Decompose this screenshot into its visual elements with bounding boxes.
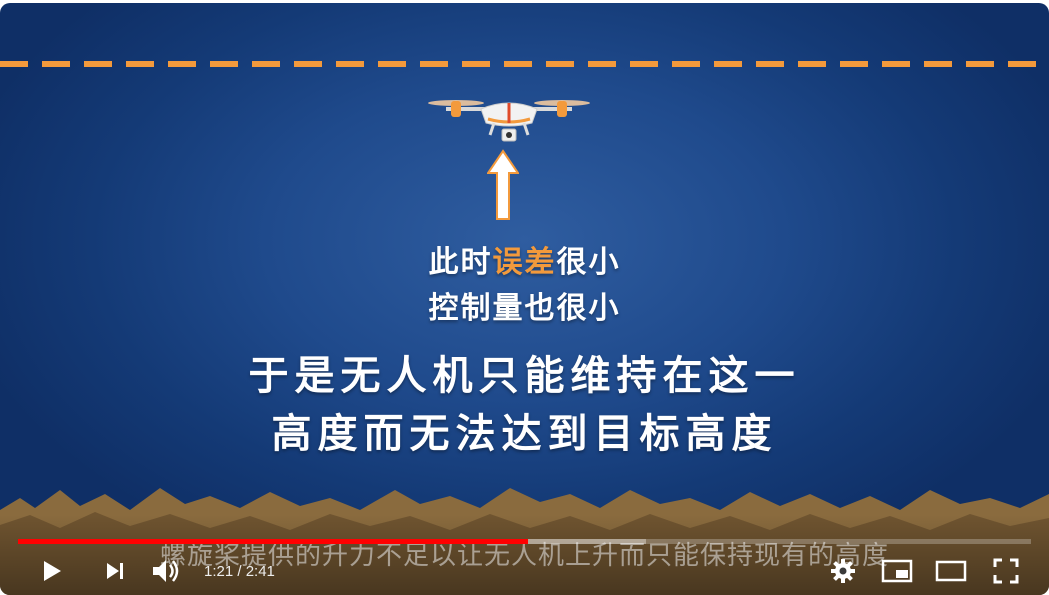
next-icon [107,563,123,579]
theater-mode-button[interactable] [932,555,970,587]
up-arrow-icon [487,149,519,220]
video-text-line-4: 高度而无法达到目标高度 [271,411,778,457]
settings-button[interactable] [826,555,860,587]
play-icon [44,561,61,581]
drone-illustration [428,100,590,142]
video-player[interactable]: 此时误差很小 控制量也很小 于是无人机只能维持在这一 高度而无法达到目标高度 螺… [0,3,1049,595]
play-button[interactable] [34,555,70,587]
theater-icon [935,560,967,582]
volume-icon [153,560,179,582]
volume-button[interactable] [146,555,186,587]
video-text-line-1: 此时误差很小 [428,245,621,280]
played-bar [18,539,528,544]
controls-gradient [0,515,1049,595]
miniplayer-icon [881,559,913,583]
settings-icon [831,559,855,583]
fullscreen-icon [993,558,1019,584]
time-display: 1:21 / 2:41 [204,563,275,580]
highlighted-word-error: 误差 [492,245,557,280]
subtitle-caption: 螺旋桨提供的升力不足以让无人机上升而只能保持现有的高度 [159,541,889,571]
video-text-line-2: 控制量也很小 [428,291,621,326]
fullscreen-button[interactable] [988,555,1024,587]
progress-bar[interactable] [18,539,1031,544]
video-text-line-3: 于是无人机只能维持在这一 [248,353,801,399]
next-button[interactable] [98,555,132,587]
control-bar: 1:21 / 2:41 [0,549,1049,593]
target-height-dashed-line [0,61,1049,67]
miniplayer-button[interactable] [878,555,916,587]
